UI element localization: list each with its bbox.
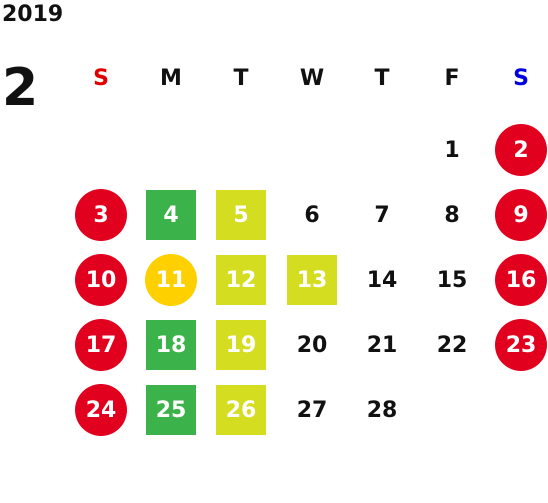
day-13[interactable]: 13: [287, 255, 337, 305]
weekday-header-sun: S: [93, 66, 109, 91]
day-2[interactable]: 2: [495, 124, 547, 176]
day-27[interactable]: 27: [296, 397, 328, 423]
day-22[interactable]: 22: [436, 332, 468, 358]
day-14[interactable]: 14: [366, 267, 398, 293]
day-19[interactable]: 19: [216, 320, 266, 370]
day-18[interactable]: 18: [146, 320, 196, 370]
day-11[interactable]: 11: [145, 254, 197, 306]
day-10[interactable]: 10: [75, 254, 127, 306]
day-16[interactable]: 16: [495, 254, 547, 306]
day-26[interactable]: 26: [216, 385, 266, 435]
day-8[interactable]: 8: [444, 202, 460, 228]
day-24[interactable]: 24: [75, 384, 127, 436]
weekday-header-wed: W: [299, 66, 325, 91]
day-7[interactable]: 7: [374, 202, 390, 228]
day-5[interactable]: 5: [216, 190, 266, 240]
day-21[interactable]: 21: [366, 332, 398, 358]
weekday-header-sat: S: [513, 66, 529, 91]
weekday-header-thu: T: [374, 66, 390, 91]
day-25[interactable]: 25: [146, 385, 196, 435]
day-15[interactable]: 15: [436, 267, 468, 293]
day-1[interactable]: 1: [444, 137, 460, 163]
day-12[interactable]: 12: [216, 255, 266, 305]
weekday-header-fri: F: [444, 66, 460, 91]
year-label: 2019: [2, 2, 64, 27]
day-6[interactable]: 6: [304, 202, 320, 228]
weekday-header-mon: M: [160, 66, 182, 91]
day-3[interactable]: 3: [75, 189, 127, 241]
day-17[interactable]: 17: [75, 319, 127, 371]
day-9[interactable]: 9: [495, 189, 547, 241]
month-number: 2: [2, 58, 39, 118]
weekday-header-tue: T: [233, 66, 249, 91]
day-20[interactable]: 20: [296, 332, 328, 358]
day-28[interactable]: 28: [366, 397, 398, 423]
day-4[interactable]: 4: [146, 190, 196, 240]
day-23[interactable]: 23: [495, 319, 547, 371]
